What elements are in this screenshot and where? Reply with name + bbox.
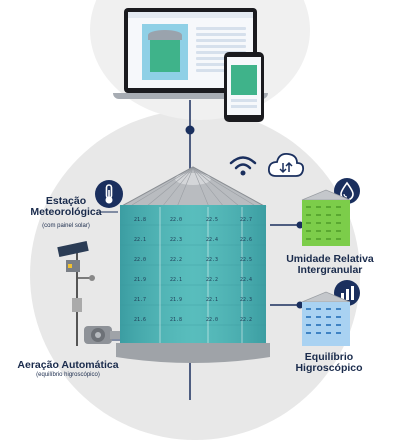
wifi-icon [229,156,257,176]
station-title-line2: Meteorológica [30,206,102,218]
humidity-title-line2: Intergranular [297,264,363,276]
equilibrium-title: Equilíbrio Higroscópico [284,352,374,374]
aeration-subtitle: (equilíbrio higroscópico) [36,372,100,378]
humidity-title: Umidade Relativa Intergranular [278,254,382,276]
phone [224,52,264,122]
station-title: Estação Meteorológica [22,196,110,218]
aeration-fan [84,326,120,344]
weather-station [57,240,95,346]
laptop-base [113,93,268,99]
equilibrium-title-line2: Higroscópico [295,362,363,374]
humidity-silo [296,188,356,250]
thermometer-icon [95,180,123,208]
equilibrium-title-line1: Equilíbrio [304,351,354,363]
connector-lines [95,100,304,400]
station-title-line1: Estação [45,195,87,207]
laptop-silo-thumb [142,24,188,80]
aeration-title: Aeração Automática [17,359,119,371]
equilibrium-silo [296,290,356,350]
station-subtitle: (com painel solar) [42,223,90,229]
humidity-title-line1: Umidade Relativa [286,253,374,265]
cloud-sync-icon [267,153,305,177]
